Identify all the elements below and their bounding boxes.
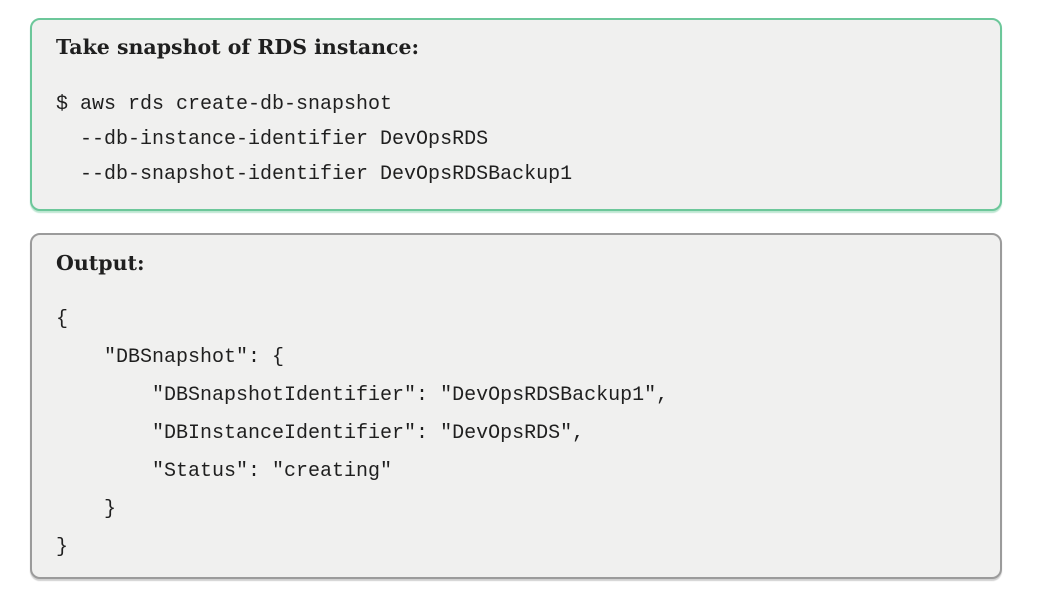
command-panel-title: Take snapshot of RDS instance: (56, 35, 420, 59)
command-panel: Take snapshot of RDS instance: $ aws rds… (30, 18, 1002, 211)
page: Take snapshot of RDS instance: $ aws rds… (30, 18, 1002, 579)
output-panel-title: Output: (56, 251, 145, 275)
output-json-code: { "DBSnapshot": { "DBSnapshotIdentifier"… (56, 308, 669, 559)
command-code: $ aws rds create-db-snapshot --db-instan… (56, 93, 573, 186)
output-panel: Output: { "DBSnapshot": { "DBSnapshotIde… (30, 233, 1002, 579)
